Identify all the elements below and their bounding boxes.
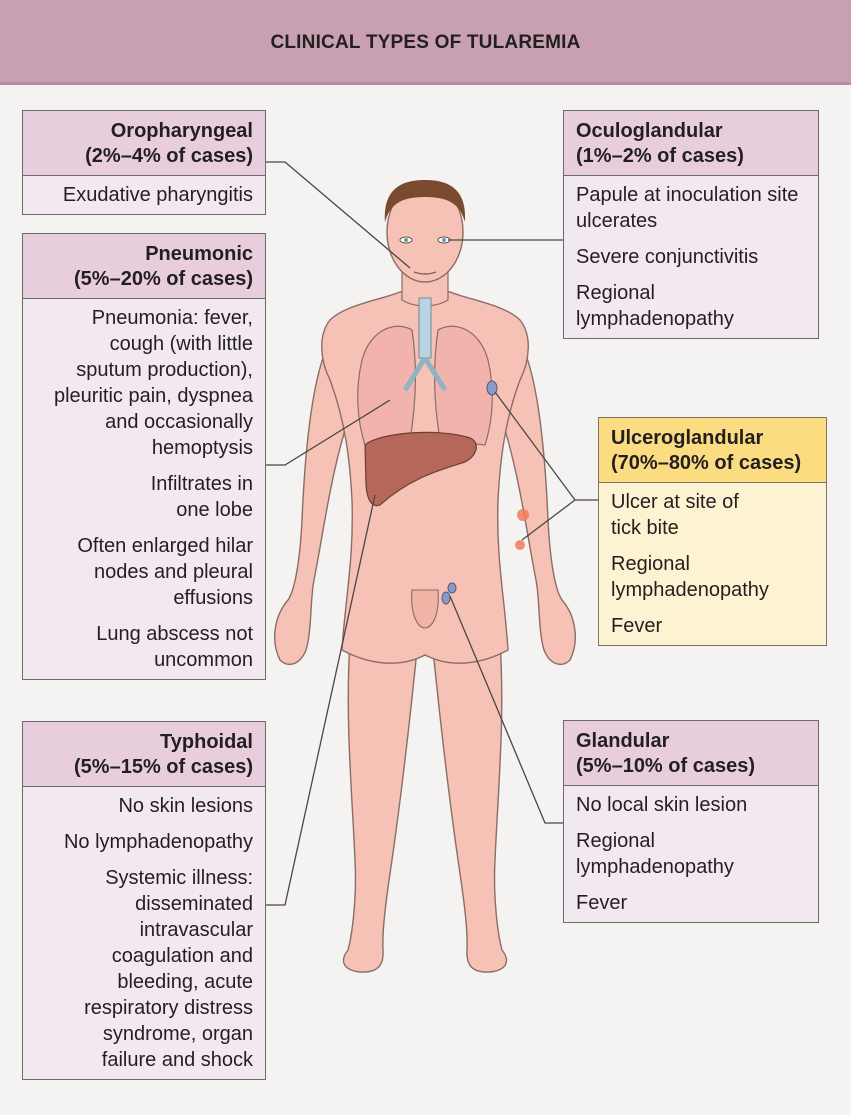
pneumonic-item: Often enlarged hilar nodes and pleural e…: [77, 535, 253, 609]
oropharyngeal-header: Oropharyngeal (2%–4% of cases): [23, 111, 265, 176]
inguinal-node: [441, 591, 451, 605]
oculoglandular-body: Papule at inoculation site ulcerates Sev…: [564, 176, 818, 338]
oropharyngeal-item: Exudative pharyngitis: [62, 184, 253, 206]
glandular-item: No local skin lesion: [576, 794, 748, 816]
pneumonic-header: Pneumonic (5%–20% of cases): [23, 234, 265, 299]
left-arm: [274, 342, 346, 666]
oculoglandular-item: Regional lymphadenopathy: [576, 282, 734, 330]
oculoglandular-title: Oculoglandular: [576, 120, 723, 142]
typhoidal-item: No skin lesions: [118, 795, 253, 817]
glandular-item: Regional lymphadenopathy: [576, 830, 734, 878]
oculoglandular-box: Oculoglandular (1%–2% of cases) Papule a…: [563, 110, 819, 339]
line-glandular: [449, 595, 563, 824]
pneumonic-title: Pneumonic: [145, 243, 253, 265]
glandular-body: No local skin lesion Regional lymphadeno…: [564, 786, 818, 922]
typhoidal-box: Typhoidal (5%–15% of cases) No skin lesi…: [22, 721, 266, 1080]
line-pneumonic: [266, 399, 391, 466]
line-oropharyngeal: [266, 161, 411, 269]
ulcer-mark-2: [515, 540, 525, 550]
ulceroglandular-title: Ulceroglandular: [611, 427, 764, 449]
typhoidal-item: Systemic illness: disseminated intravasc…: [84, 867, 253, 1071]
oculoglandular-item: Severe conjunctivitis: [576, 246, 759, 268]
oculoglandular-subtitle: (1%–2% of cases): [576, 145, 744, 167]
glandular-item: Fever: [576, 892, 628, 914]
oculoglandular-header: Oculoglandular (1%–2% of cases): [564, 111, 818, 176]
connector-lines: [266, 161, 598, 906]
liver: [364, 431, 477, 507]
pneumonic-subtitle: (5%–20% of cases): [74, 268, 253, 290]
typhoidal-item: No lymphadenopathy: [63, 831, 253, 853]
genitals: [411, 589, 439, 629]
page-title: CLINICAL TYPES OF TULAREMIA: [270, 32, 581, 53]
oculoglandular-item: Papule at inoculation site ulcerates: [576, 184, 799, 232]
left-leg: [342, 639, 419, 973]
right-leg: [431, 639, 508, 973]
typhoidal-title: Typhoidal: [160, 731, 253, 753]
oropharyngeal-subtitle: (2%–4% of cases): [85, 145, 253, 167]
title-banner: CLINICAL TYPES OF TULAREMIA: [0, 0, 851, 85]
hair: [384, 180, 466, 222]
oropharyngeal-title: Oropharyngeal: [110, 120, 253, 142]
typhoidal-body: No skin lesions No lymphadenopathy Syste…: [23, 787, 265, 1079]
ulceroglandular-header: Ulceroglandular (70%–80% of cases): [599, 418, 826, 483]
glandular-box: Glandular (5%–10% of cases) No local ski…: [563, 720, 819, 923]
line-typhoidal: [266, 494, 376, 906]
right-lung: [434, 325, 493, 446]
glandular-subtitle: (5%–10% of cases): [576, 755, 755, 777]
bronchi: [402, 356, 448, 392]
oropharyngeal-body: Exudative pharyngitis: [23, 176, 265, 214]
pneumonic-body: Pneumonia: fever, cough (with little spu…: [23, 299, 265, 679]
left-lung: [357, 325, 416, 446]
typhoidal-subtitle: (5%–15% of cases): [74, 756, 253, 778]
pneumonic-box: Pneumonic (5%–20% of cases) Pneumonia: f…: [22, 233, 266, 680]
ulceroglandular-body: Ulcer at site of tick bite Regional lymp…: [599, 483, 826, 645]
line-ulceroglandular-ulcer: [521, 499, 576, 541]
axillary-node: [486, 380, 498, 396]
ulceroglandular-subtitle: (70%–80% of cases): [611, 452, 802, 474]
ulcer-mark: [517, 509, 529, 521]
ulceroglandular-box: Ulceroglandular (70%–80% of cases) Ulcer…: [598, 417, 827, 646]
pneumonic-item: Pneumonia: fever, cough (with little spu…: [53, 307, 253, 459]
pneumonic-item: Lung abscess not uncommon: [96, 623, 253, 671]
trachea: [418, 297, 432, 359]
ulceroglandular-item: Regional lymphadenopathy: [611, 553, 769, 601]
ulceroglandular-item: Ulcer at site of tick bite: [611, 491, 739, 539]
glandular-header: Glandular (5%–10% of cases): [564, 721, 818, 786]
mouth: [413, 271, 437, 275]
glandular-title: Glandular: [576, 730, 670, 752]
ulceroglandular-item: Fever: [611, 615, 663, 637]
pneumonic-item: Infiltrates in one lobe: [150, 473, 253, 521]
typhoidal-header: Typhoidal (5%–15% of cases): [23, 722, 265, 787]
right-arm: [504, 342, 576, 666]
oropharyngeal-box: Oropharyngeal (2%–4% of cases) Exudative…: [22, 110, 266, 215]
inguinal-node-2: [447, 582, 457, 594]
